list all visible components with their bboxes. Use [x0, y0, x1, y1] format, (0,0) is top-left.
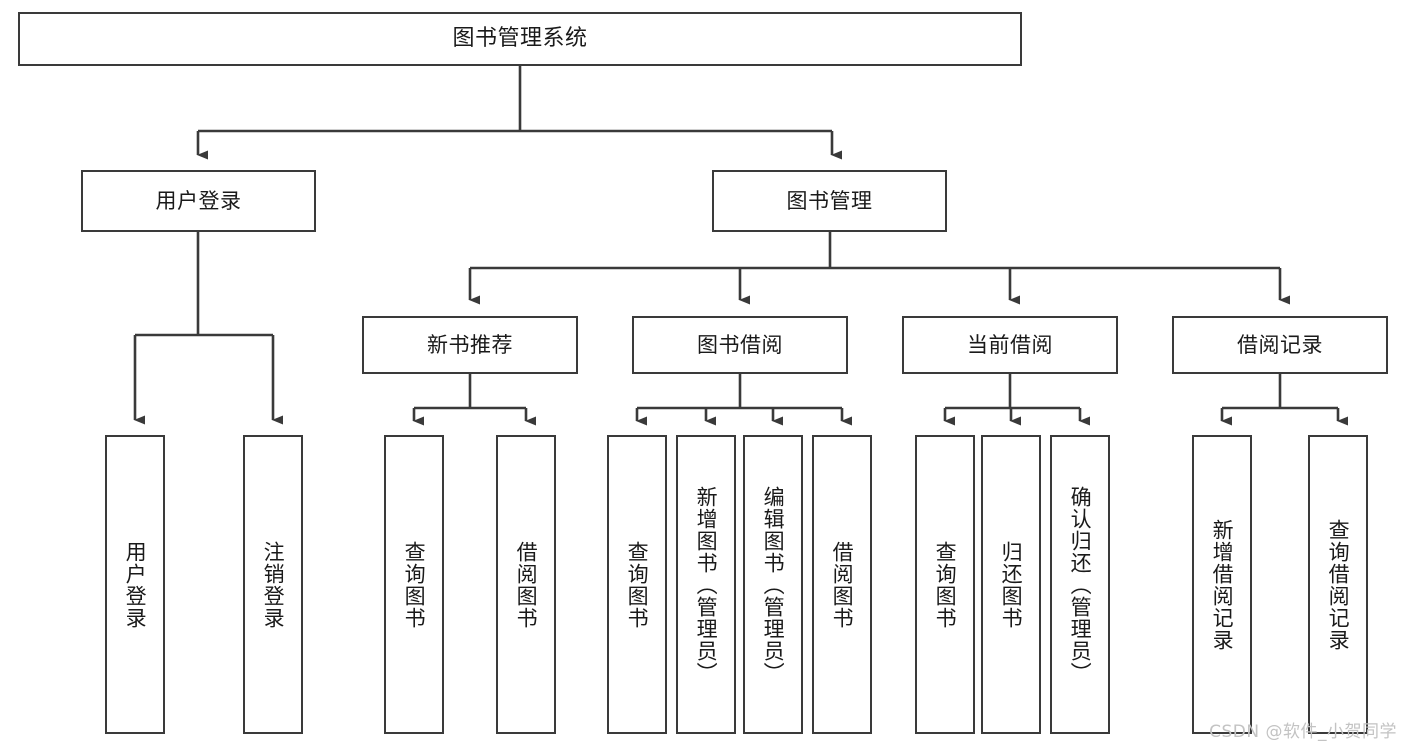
node-label: 归还图书 [999, 540, 1024, 629]
node-label: 查询图书 [933, 540, 958, 629]
node-leaf-edit-book-admin[interactable]: 编辑图书（管理员） [743, 435, 803, 734]
node-label: 新增借阅记录 [1210, 518, 1235, 651]
node-current-borrow[interactable]: 当前借阅 [902, 316, 1118, 374]
node-leaf-user-login[interactable]: 用户登录 [105, 435, 165, 734]
node-root-book-management-system[interactable]: 图书管理系统 [18, 12, 1022, 66]
node-leaf-query-book-current[interactable]: 查询图书 [915, 435, 975, 734]
node-label: 新增图书（管理员） [694, 485, 719, 684]
node-leaf-confirm-return-admin[interactable]: 确认归还（管理员） [1050, 435, 1110, 734]
csdn-watermark: CSDN @软件_小贺同学 [1209, 722, 1397, 742]
node-leaf-borrow-book-recommend[interactable]: 借阅图书 [496, 435, 556, 734]
node-label: 编辑图书（管理员） [761, 485, 786, 684]
node-leaf-logout-login[interactable]: 注销登录 [243, 435, 303, 734]
node-borrow-record[interactable]: 借阅记录 [1172, 316, 1388, 374]
node-leaf-return-book[interactable]: 归还图书 [981, 435, 1041, 734]
node-label: 借阅图书 [514, 540, 539, 629]
node-user-login[interactable]: 用户登录 [81, 170, 316, 232]
node-leaf-add-book-admin[interactable]: 新增图书（管理员） [676, 435, 736, 734]
node-label: 查询图书 [625, 540, 650, 629]
node-new-book-recommend[interactable]: 新书推荐 [362, 316, 578, 374]
node-label: 图书借阅 [697, 332, 783, 357]
node-label: 图书管理系统 [452, 26, 588, 52]
node-leaf-query-book-borrow[interactable]: 查询图书 [607, 435, 667, 734]
node-leaf-borrow-book-borrow[interactable]: 借阅图书 [812, 435, 872, 734]
node-book-borrow[interactable]: 图书借阅 [632, 316, 848, 374]
node-label: 图书管理 [786, 188, 873, 213]
node-leaf-query-book-recommend[interactable]: 查询图书 [384, 435, 444, 734]
node-label: 确认归还（管理员） [1068, 485, 1093, 684]
node-label: 借阅图书 [830, 540, 855, 629]
node-label: 用户登录 [155, 188, 242, 213]
node-label: 注销登录 [261, 540, 286, 629]
node-book-management[interactable]: 图书管理 [712, 170, 947, 232]
node-label: 借阅记录 [1237, 332, 1323, 357]
node-label: 查询图书 [402, 540, 427, 629]
node-leaf-add-borrow-record[interactable]: 新增借阅记录 [1192, 435, 1252, 734]
node-label: 查询借阅记录 [1326, 518, 1351, 651]
node-label: 用户登录 [123, 540, 148, 629]
node-label: 当前借阅 [967, 332, 1053, 357]
node-label: 新书推荐 [427, 332, 513, 357]
node-leaf-query-borrow-record[interactable]: 查询借阅记录 [1308, 435, 1368, 734]
